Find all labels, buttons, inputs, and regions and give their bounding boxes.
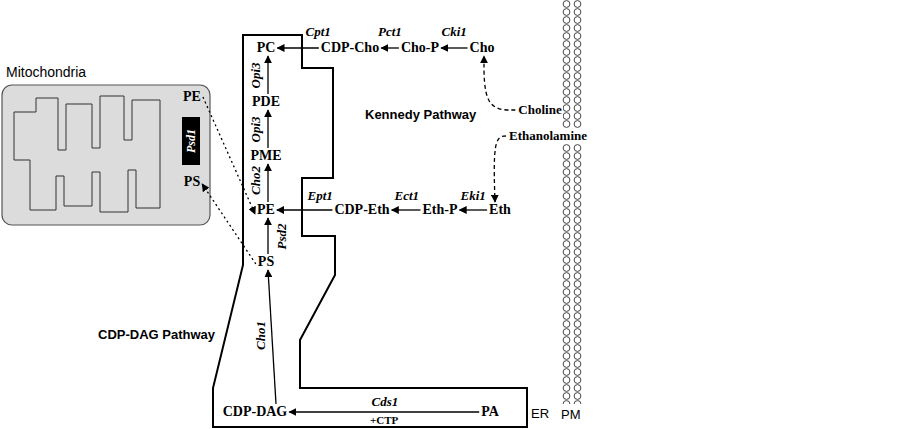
enzyme-label: Eki1	[461, 188, 486, 203]
metabolite-label: CDP-DAG	[223, 404, 288, 420]
metabolite-node: Cho-P	[399, 40, 441, 56]
metabolite-node: PA	[479, 404, 501, 420]
reaction-arrow	[267, 110, 268, 148]
transport-arrow	[494, 136, 506, 202]
er-outline	[213, 35, 527, 427]
mitochondrion-outline	[2, 85, 210, 225]
er-membrane: ERPCPDEPMEPEPSCDP-DAGPA	[213, 35, 527, 427]
reaction-arrow	[277, 209, 332, 210]
transport-arrow	[202, 184, 256, 264]
enzyme-label: Cpt1	[306, 24, 331, 39]
reaction-arrow	[267, 218, 268, 254]
enzyme-label: Ect1	[395, 188, 420, 203]
metabolite-node: CDP-Eth	[332, 202, 391, 218]
metabolite-node: PS	[182, 174, 202, 190]
mitochondrion: MitochondriaPEPsd1PS	[2, 85, 210, 225]
metabolite-node: PE	[255, 202, 277, 218]
metabolite-label: CDP-Eth	[334, 202, 389, 218]
metabolite-node: Eth-P	[421, 202, 460, 218]
enzyme-box: Psd1	[182, 117, 200, 165]
metabolite-node: Eth	[487, 202, 513, 218]
reaction-arrow	[392, 209, 421, 210]
metabolite-label: PDE	[252, 94, 280, 110]
cristae	[14, 96, 160, 212]
metabolite-label: CDP-Cho	[321, 40, 379, 56]
metabolite-label: PS	[184, 174, 200, 190]
reaction-arrow	[277, 47, 319, 48]
metabolite-node: CDP-DAG	[221, 404, 290, 420]
metabolite-label: Choline	[517, 102, 562, 118]
metabolite-label: PME	[250, 148, 281, 164]
metabolite-label: Cho-P	[401, 40, 439, 56]
connectors	[202, 48, 515, 412]
plasma-membrane	[560, 0, 582, 404]
nutrient-node: Choline	[515, 102, 564, 118]
enzyme-label: Cki1	[442, 24, 467, 39]
reaction-arrow	[289, 411, 479, 412]
metabolite-node: PE	[181, 89, 203, 105]
metabolite-label: Eth-P	[423, 202, 458, 218]
enzyme-label: Opi3	[248, 116, 263, 142]
compartment-label: Mitochondria	[6, 64, 86, 81]
nutrient-node: Ethanolamine	[506, 128, 590, 144]
metabolite-label: PC	[257, 40, 276, 56]
metabolite-label: Eth	[489, 202, 511, 218]
metabolite-label: Ethanolamine	[508, 128, 588, 144]
metabolite-node: PME	[248, 148, 283, 164]
pathway-label: Kennedy Pathway	[365, 108, 476, 121]
membrane-label: PM	[561, 408, 581, 421]
metabolite-node: PC	[255, 40, 278, 56]
reaction-arrow	[460, 209, 488, 210]
reaction-arrow	[267, 164, 268, 202]
metabolite-node: Cho	[468, 40, 497, 56]
enzyme-label: Cds1	[372, 394, 399, 409]
enzyme-label: Psd1	[184, 129, 198, 153]
enzyme-label: Opi3	[248, 62, 263, 88]
metabolite-label: PA	[481, 404, 499, 420]
compartment-label: ER	[531, 405, 549, 422]
metabolite-node: PS	[256, 254, 276, 270]
reaction-arrow	[441, 47, 467, 48]
reaction-arrow	[268, 270, 276, 404]
transport-arrow	[484, 56, 515, 110]
pathway-label: CDP-DAG Pathway	[98, 328, 215, 341]
metabolite-label: PS	[258, 254, 274, 270]
cofactor-label: +CTP	[370, 414, 398, 427]
metabolite-node: PDE	[250, 94, 282, 110]
reaction-arrow	[381, 47, 399, 48]
enzyme-label: Psd2	[274, 223, 289, 249]
reaction-arrow	[267, 56, 268, 94]
enzyme-label: Cho1	[252, 321, 267, 350]
enzyme-label: Cho2	[247, 166, 262, 195]
metabolite-label: Cho	[470, 40, 495, 56]
enzyme-label: Pct1	[378, 24, 402, 39]
metabolite-node: CDP-Cho	[319, 40, 381, 56]
metabolite-label: PE	[257, 202, 275, 218]
metabolite-label: PE	[183, 89, 201, 105]
enzyme-label: Ept1	[308, 188, 333, 203]
